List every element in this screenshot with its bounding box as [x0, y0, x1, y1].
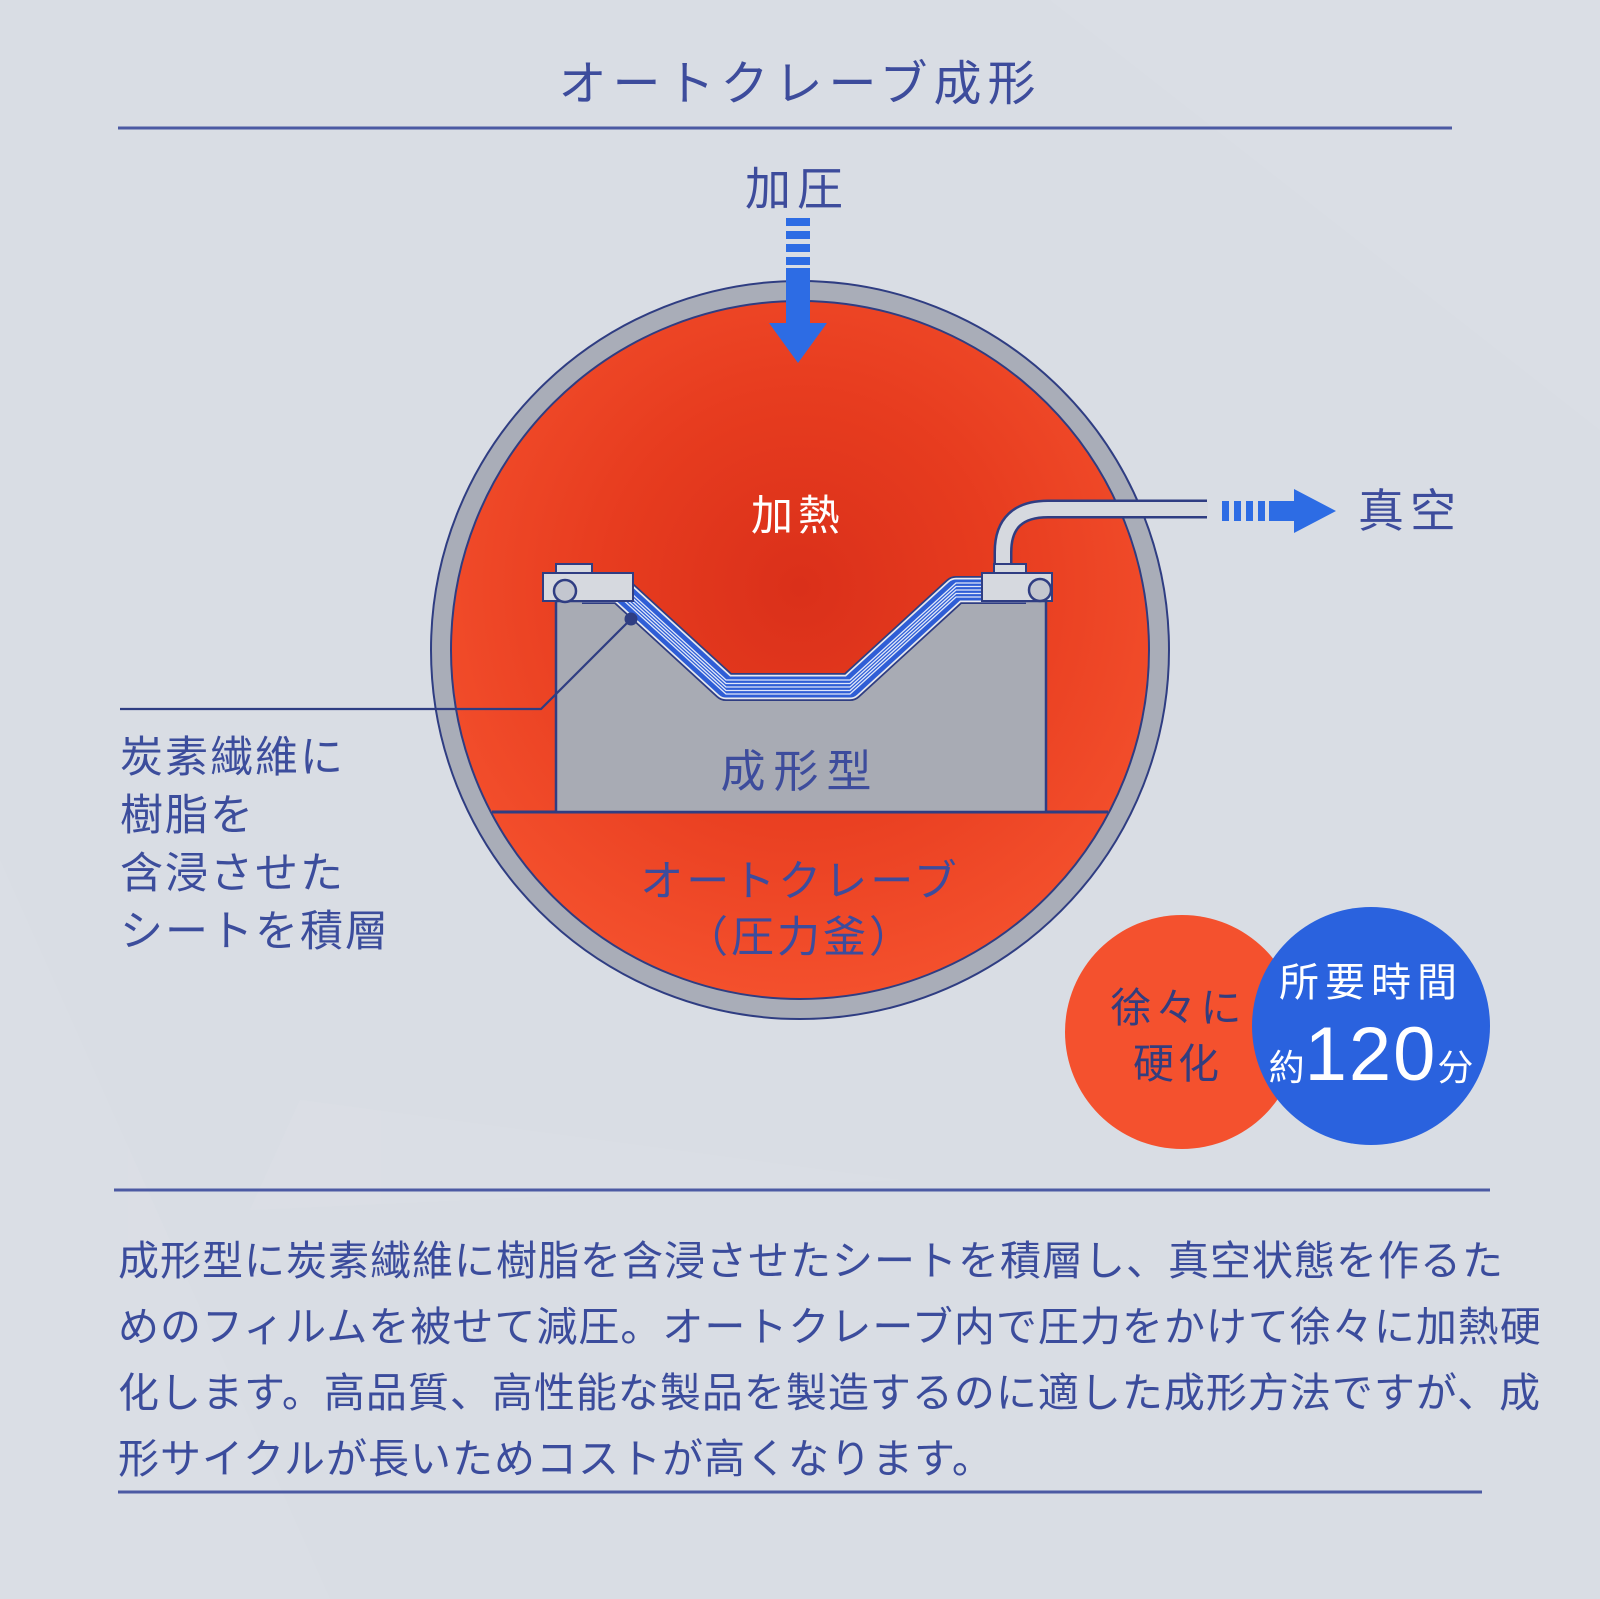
pressure-label: 加圧 [745, 163, 849, 215]
autoclave-label-line1: オートクレーブ [640, 858, 959, 906]
seal-right [1027, 577, 1053, 603]
vacuum-bag-film-left [542, 563, 634, 604]
vacuum-label: 真空 [1358, 485, 1462, 537]
description-line-4: 形サイクルが長いためコストが高くなります。 [118, 1436, 994, 1482]
time-badge-minutes: 120 [1305, 1012, 1438, 1097]
layup-note-line-3: 含浸させた [120, 850, 345, 898]
layup-note-line-2: 樹脂を [120, 792, 255, 840]
time-badge-value: 約120分 [1269, 1012, 1474, 1097]
heating-label: 加熱 [751, 492, 845, 539]
mold-label: 成形型 [720, 746, 879, 797]
seal-left [552, 578, 578, 604]
description-line-1: 成形型に炭素繊維に樹脂を含浸させたシートを積層し、真空状態を作るた [118, 1238, 1504, 1284]
time-badge-unit: 分 [1437, 1047, 1473, 1088]
description-line-3: 化します。高品質、高性能な製品を製造するのに適した成形方法ですが、成 [118, 1370, 1541, 1416]
autoclave-label-line2: （圧力釜） [685, 914, 915, 962]
layup-note: 炭素繊維に 樹脂を 含浸させた シートを積層 [120, 734, 390, 956]
layup-point-dot [624, 612, 638, 626]
vacuum-tube [993, 499, 1208, 592]
vacuum-bag-film-right [981, 563, 1053, 603]
cure-badge-line1: 徐々に [1111, 985, 1246, 1031]
time-badge-approx: 約 [1269, 1047, 1305, 1088]
layup-note-line-1: 炭素繊維に [120, 734, 345, 782]
time-badge-circle [1252, 907, 1490, 1145]
cure-badge-line2: 硬化 [1133, 1041, 1223, 1087]
description: 成形型に炭素繊維に樹脂を含浸させたシートを積層し、真空状態を作るた めのフィルム… [118, 1238, 1542, 1482]
vacuum-arrow [1222, 489, 1336, 533]
description-line-2: めのフィルムを被せて減圧。オートクレーブ内で圧力をかけて徐々に加熱硬 [118, 1304, 1542, 1350]
layup-note-line-4: シートを積層 [120, 908, 390, 956]
layup-leader-line [120, 621, 629, 711]
time-badge-heading: 所要時間 [1279, 961, 1463, 1005]
cure-badge-circle [1065, 915, 1299, 1149]
pressure-arrow [769, 218, 827, 363]
page-title: オートクレーブ成形 [558, 58, 1041, 111]
